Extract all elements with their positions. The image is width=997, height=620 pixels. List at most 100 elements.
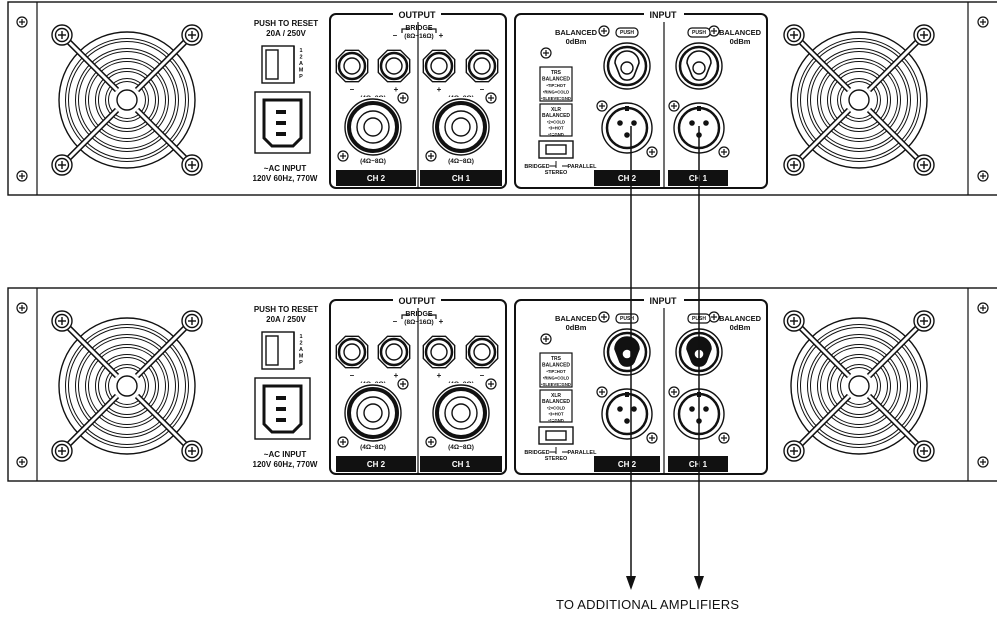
- input-ch2-label: CH 2: [618, 460, 637, 469]
- output-ch2-label: CH 2: [367, 460, 386, 469]
- screw-icon: [668, 100, 680, 112]
- ch2-speakon-impedance-label: (4Ω~8Ω): [360, 158, 386, 165]
- bridge-label: BRIDGE: [405, 25, 433, 32]
- bridge-label: BRIDGE: [405, 311, 433, 318]
- ac-input-label: ~AC INPUT: [264, 450, 307, 459]
- xlr-legend-line: BALANCED: [542, 399, 570, 405]
- xlr-legend-line: XLR: [551, 107, 561, 113]
- trs-legend-line: •RING=COLD: [543, 376, 569, 381]
- trs-legend-line: •TIP=HOT: [546, 369, 566, 374]
- push-release-tab[interactable]: [615, 313, 639, 324]
- ch2-level-label: 0dBm: [566, 37, 587, 46]
- ch1-speakon-impedance-label: (4Ω~8Ω): [448, 158, 474, 165]
- ch2-plus-label: +: [394, 371, 399, 380]
- panel-screw-icon: [708, 311, 720, 323]
- xlr-legend-line: •1=GND: [548, 132, 564, 137]
- xlr-legend-line: •3=HOT: [548, 412, 564, 417]
- screw-icon: [425, 436, 437, 448]
- ch1-binding-post-negative: [465, 49, 499, 83]
- ch1-binding-post-positive: [422, 335, 456, 369]
- push-release-tab[interactable]: [615, 27, 639, 38]
- xlr-legend-line: BALANCED: [542, 113, 570, 119]
- bridge-impedance-label: (8Ω~16Ω): [404, 33, 433, 40]
- ch1-combo-input-jack: [675, 27, 723, 90]
- breaker-amp-letter: 1: [299, 334, 302, 340]
- stereo-bridge-parallel-switch[interactable]: [538, 140, 574, 159]
- bridge-plus-label: +: [439, 317, 444, 326]
- input-title: INPUT: [650, 10, 678, 20]
- cooling-fan-left-icon: [51, 310, 203, 462]
- ch2-minus-label: –: [350, 371, 355, 380]
- ch2-push-label: PUSH: [620, 316, 634, 322]
- trs-legend-line: TRS: [551, 356, 562, 362]
- ch1-speakon-impedance-label: (4Ω~8Ω): [448, 444, 474, 451]
- ch1-level-label: 0dBm: [730, 323, 751, 332]
- ch2-push-label: PUSH: [620, 30, 634, 36]
- ac-power-inlet[interactable]: [254, 377, 311, 440]
- breaker-amp-letter: A: [299, 347, 303, 353]
- xlr-legend-line: •2=COLD: [547, 119, 565, 124]
- ch2-combo-input-jack: [603, 27, 651, 90]
- rack-screw-icon: [16, 302, 28, 314]
- mode-bridged-label: BRIDGED: [524, 450, 549, 456]
- trs-legend-line: •SLEEVE=GND: [541, 382, 571, 387]
- mode-stereo-label: STEREO: [545, 170, 568, 176]
- ch1-push-label: PUSH: [692, 30, 706, 36]
- breaker-amp-letter: P: [299, 360, 303, 366]
- ch2-combo-input-jack: [603, 313, 651, 376]
- cooling-fan-right-icon: [783, 24, 935, 176]
- breaker-amp-letter: P: [299, 74, 303, 80]
- trs-legend-line: •SLEEVE=GND: [541, 96, 571, 101]
- panel-screw-icon: [540, 333, 552, 345]
- stereo-bridge-parallel-switch[interactable]: [538, 426, 574, 445]
- daisy-chain-cables: [626, 126, 704, 590]
- output-ch2-label: CH 2: [367, 174, 386, 183]
- output-title: OUTPUT: [399, 10, 437, 20]
- panel-screw-icon: [540, 47, 552, 59]
- screw-icon: [337, 436, 349, 448]
- output-section: OUTPUTBRIDGE(8Ω~16Ω)–+–++–(4Ω~8Ω)(4Ω~8Ω)…: [329, 296, 507, 475]
- screw-icon: [646, 146, 658, 158]
- screw-icon: [718, 146, 730, 158]
- trs-legend-line: •RING=COLD: [543, 90, 569, 95]
- ch2-binding-post-positive: [377, 49, 411, 83]
- screw-icon: [337, 150, 349, 162]
- mode-stereo-label: STEREO: [545, 456, 568, 462]
- xlr-legend-line: •1=GND: [548, 418, 564, 423]
- ch2-xlr-input-jack: [596, 386, 658, 444]
- trs-legend-line: BALANCED: [542, 363, 570, 369]
- trs-legend-line: •TIP=HOT: [546, 83, 566, 88]
- ac-input-label: ~AC INPUT: [264, 164, 307, 173]
- output-ch1-label: CH 1: [452, 460, 471, 469]
- push-release-tab[interactable]: [687, 27, 711, 38]
- panel-screw-icon: [708, 25, 720, 37]
- xlr-legend-line: •2=COLD: [547, 405, 565, 410]
- bridge-minus-label: –: [393, 31, 398, 40]
- xlr-legend-line: •3=HOT: [548, 126, 564, 131]
- ch1-speakon-jack: [425, 378, 497, 448]
- push-to-reset-label: PUSH TO RESET: [254, 305, 318, 314]
- ch1-balanced-label: BALANCED: [719, 28, 762, 37]
- trs-legend-line: BALANCED: [542, 77, 570, 83]
- rack-screw-icon: [977, 302, 989, 314]
- ac-power-inlet[interactable]: [254, 91, 311, 154]
- ch1-plus-label: +: [437, 85, 442, 94]
- to-additional-amplifiers-caption: TO ADDITIONAL AMPLIFIERS: [556, 597, 740, 612]
- breaker-rating-label: 20A / 250V: [266, 29, 306, 38]
- ch2-plus-label: +: [394, 85, 399, 94]
- screw-icon: [397, 92, 409, 104]
- ch2-speakon-impedance-label: (4Ω~8Ω): [360, 444, 386, 451]
- screw-icon: [668, 386, 680, 398]
- ac-input-spec-label: 120V 60Hz, 770W: [253, 174, 318, 183]
- ch2-binding-post-positive: [377, 335, 411, 369]
- ch1-speakon-jack: [425, 92, 497, 162]
- trs-legend-line: TRS: [551, 70, 562, 76]
- cooling-fan-right-icon: [783, 310, 935, 462]
